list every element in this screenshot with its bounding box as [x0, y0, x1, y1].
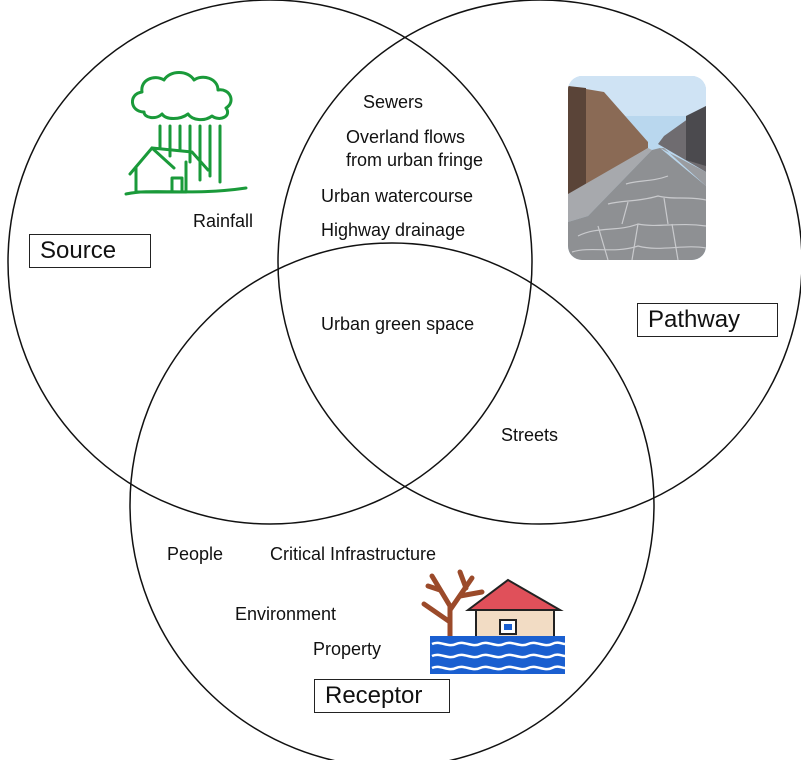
- environment-label: Environment: [235, 604, 337, 624]
- critical-infrastructure-label: Critical Infrastructure: [270, 544, 437, 564]
- cobbled-street-photo: [568, 76, 706, 260]
- source-circle: [7, 0, 533, 525]
- highway-drainage-label: Highway drainage: [321, 220, 466, 240]
- receptor-circle: [129, 242, 655, 760]
- source-set-label: Source: [29, 234, 151, 268]
- property-label: Property: [313, 639, 382, 659]
- pathway-set-label: Pathway: [637, 303, 778, 337]
- rainfall-label: Rainfall: [193, 211, 254, 231]
- receptor-set-label: Receptor: [314, 679, 450, 713]
- sewers-label: Sewers: [363, 92, 424, 112]
- urban-green-space-label: Urban green space: [321, 314, 475, 334]
- streets-label: Streets: [501, 425, 559, 445]
- rain-cloud-house-icon: [122, 70, 250, 200]
- overland-flows-label: Overland flows: [346, 127, 466, 147]
- overland-flows-label-line2: from urban fringe: [346, 150, 484, 170]
- people-label: People: [167, 544, 224, 564]
- urban-watercourse-label: Urban watercourse: [321, 186, 474, 206]
- pathway-circle: [277, 0, 801, 525]
- flooded-house-tree-icon: [420, 566, 566, 674]
